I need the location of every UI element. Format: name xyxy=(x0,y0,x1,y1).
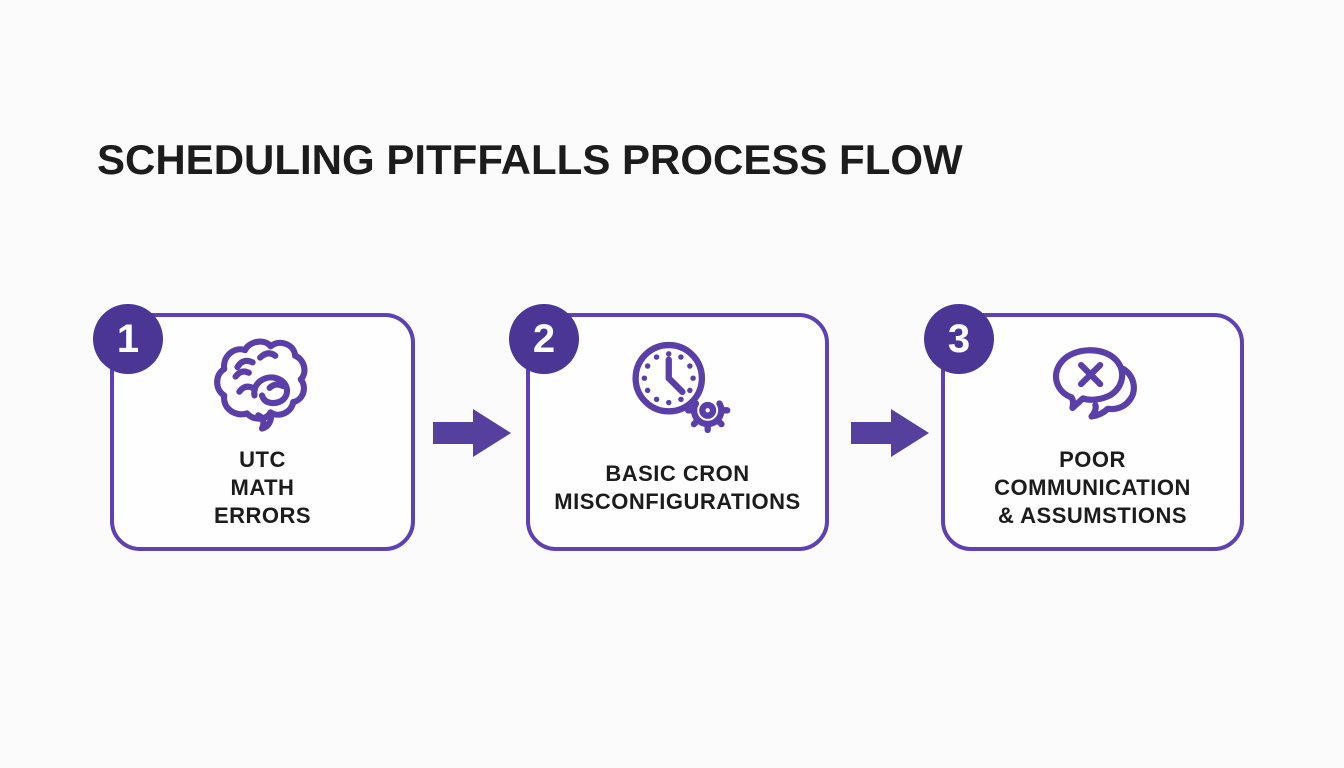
step-number-badge: 1 xyxy=(93,304,163,374)
brain-icon xyxy=(213,338,307,432)
clock-gear-icon xyxy=(631,341,730,433)
step-number-badge: 3 xyxy=(924,304,994,374)
chat-error-icon xyxy=(1052,347,1137,420)
step-icon-wrap xyxy=(622,333,734,439)
step-icon-wrap xyxy=(1043,333,1143,439)
arrow-right-icon xyxy=(851,409,929,457)
arrow-right-icon xyxy=(433,409,511,457)
page-title: SCHEDULING PITFFALLS PROCESS FLOW xyxy=(97,136,963,183)
step-number-badge: 2 xyxy=(509,304,579,374)
step-icon-wrap xyxy=(211,333,315,439)
